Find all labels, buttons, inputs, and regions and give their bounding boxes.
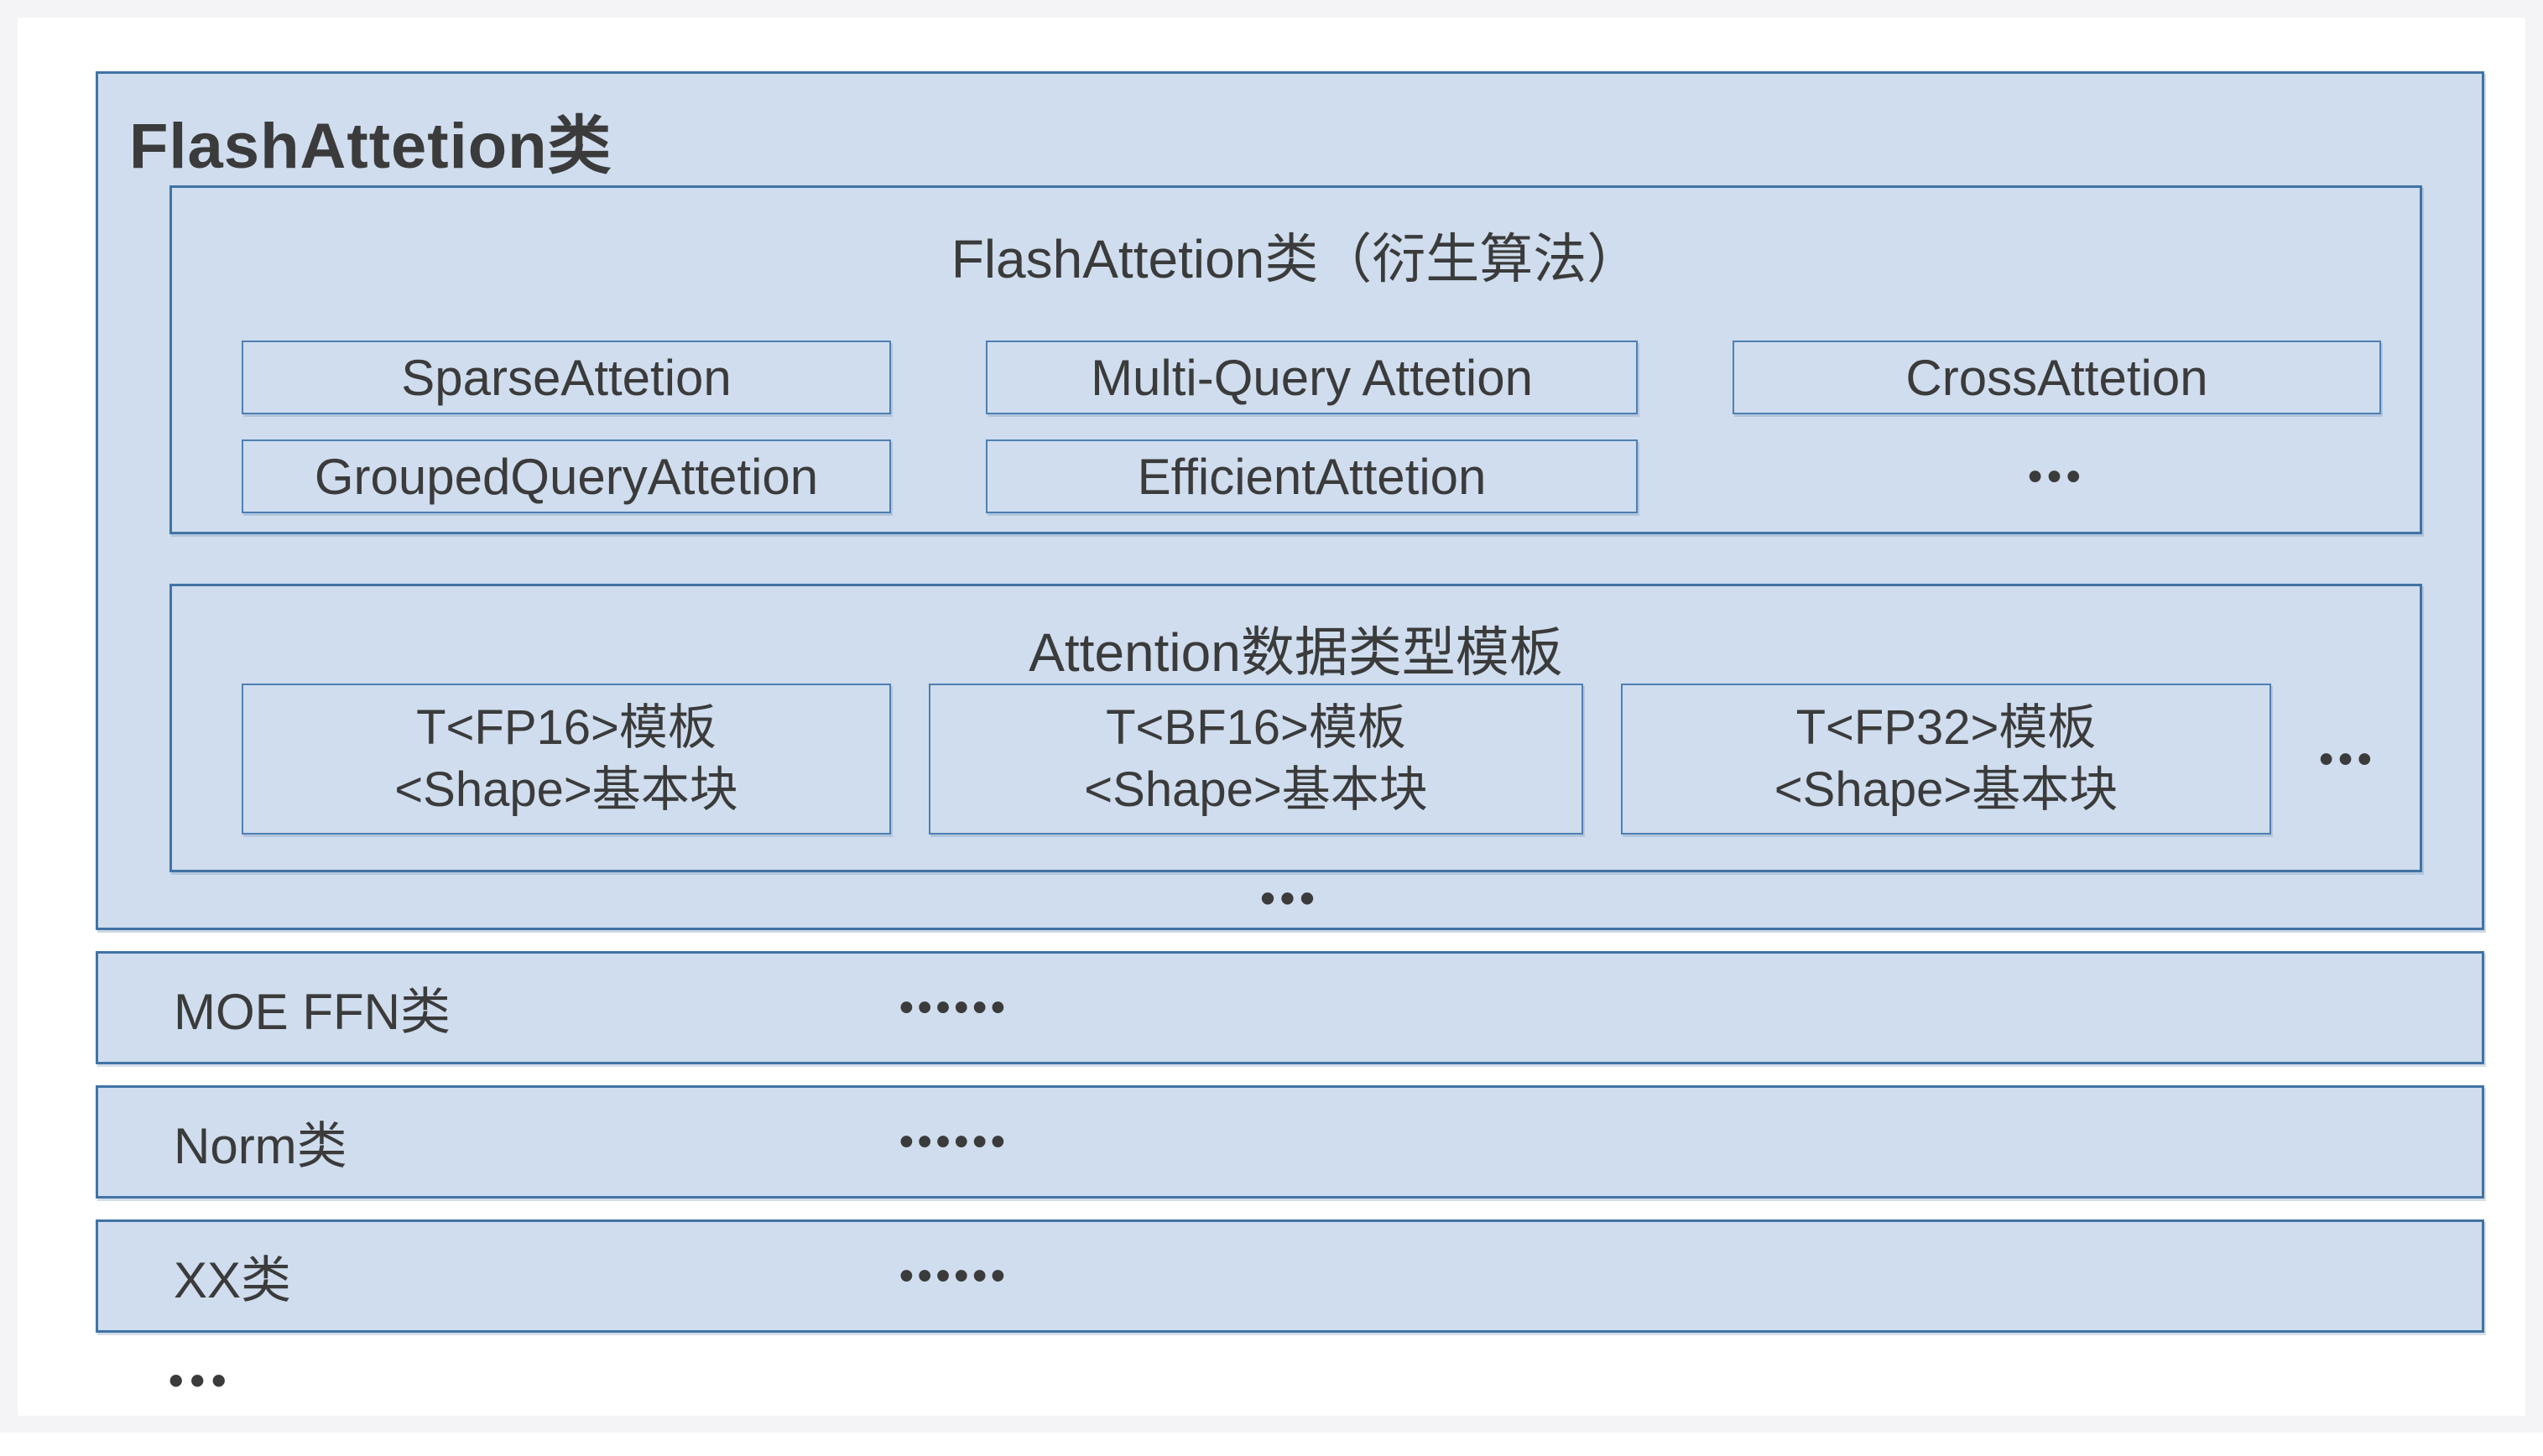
template-box-fp16: T<FP16>模板 <Shape>基本块 (242, 684, 891, 835)
flashattention-class-box: FlashAttetion类 FlashAttetion类（衍生算法） Spar… (96, 71, 2484, 930)
flashattention-class-title: FlashAttetion类 (129, 111, 612, 182)
template-box-bf16-line1: T<BF16>模板 (1106, 699, 1406, 755)
class-row-moe-ffn-label: MOE FFN类 (174, 984, 451, 1040)
dtype-template-panel-title: Attention数据类型模板 (1029, 622, 1563, 683)
dtype-template-panel: Attention数据类型模板 T<FP16>模板 <Shape>基本块 T<B… (169, 584, 2422, 872)
derived-algorithms-panel-title: FlashAttetion类（衍生算法） (951, 229, 1641, 289)
template-box-fp16-line2: <Shape>基本块 (394, 762, 738, 817)
template-box-fp32-line1: T<FP32>模板 (1795, 699, 2097, 755)
flash-class-ellipsis: ••• (1260, 875, 1320, 922)
white-card: FlashAttetion类 FlashAttetion类（衍生算法） Spar… (18, 18, 2525, 1416)
template-box-bf16: T<BF16>模板 <Shape>基本块 (929, 684, 1583, 835)
algo-box-multi-query-attetion: Multi-Query Attetion (986, 341, 1638, 414)
class-row-norm: Norm类 •••••• (96, 1085, 2484, 1199)
class-row-xx-dots: •••••• (899, 1254, 1009, 1298)
footer-ellipsis: ••• (169, 1357, 233, 1404)
class-row-norm-dots: •••••• (899, 1120, 1009, 1164)
derived-panel-ellipsis: ••• (2028, 454, 2086, 499)
algo-box-efficientattetion: EfficientAttetion (986, 439, 1638, 513)
class-row-xx: XX类 •••••• (96, 1219, 2484, 1333)
template-box-bf16-line2: <Shape>基本块 (1084, 762, 1428, 817)
template-box-fp32-line2: <Shape>基本块 (1774, 762, 2118, 817)
class-row-norm-label: Norm类 (174, 1118, 347, 1174)
algo-box-crossattetion: CrossAttetion (1733, 341, 2381, 414)
dtype-panel-ellipsis: ••• (2319, 736, 2377, 782)
template-box-fp32: T<FP32>模板 <Shape>基本块 (1621, 684, 2271, 835)
algo-box-sparseattetion: SparseAttetion (242, 341, 891, 414)
algo-box-groupedqueryattetion: GroupedQueryAttetion (242, 439, 891, 513)
template-box-fp16-line1: T<FP16>模板 (416, 699, 717, 755)
class-row-moe-ffn: MOE FFN类 •••••• (96, 951, 2484, 1064)
class-row-xx-label: XX类 (174, 1252, 292, 1308)
class-row-moe-ffn-dots: •••••• (899, 985, 1009, 1030)
derived-algorithms-panel: FlashAttetion类（衍生算法） SparseAttetion Mult… (169, 185, 2422, 534)
